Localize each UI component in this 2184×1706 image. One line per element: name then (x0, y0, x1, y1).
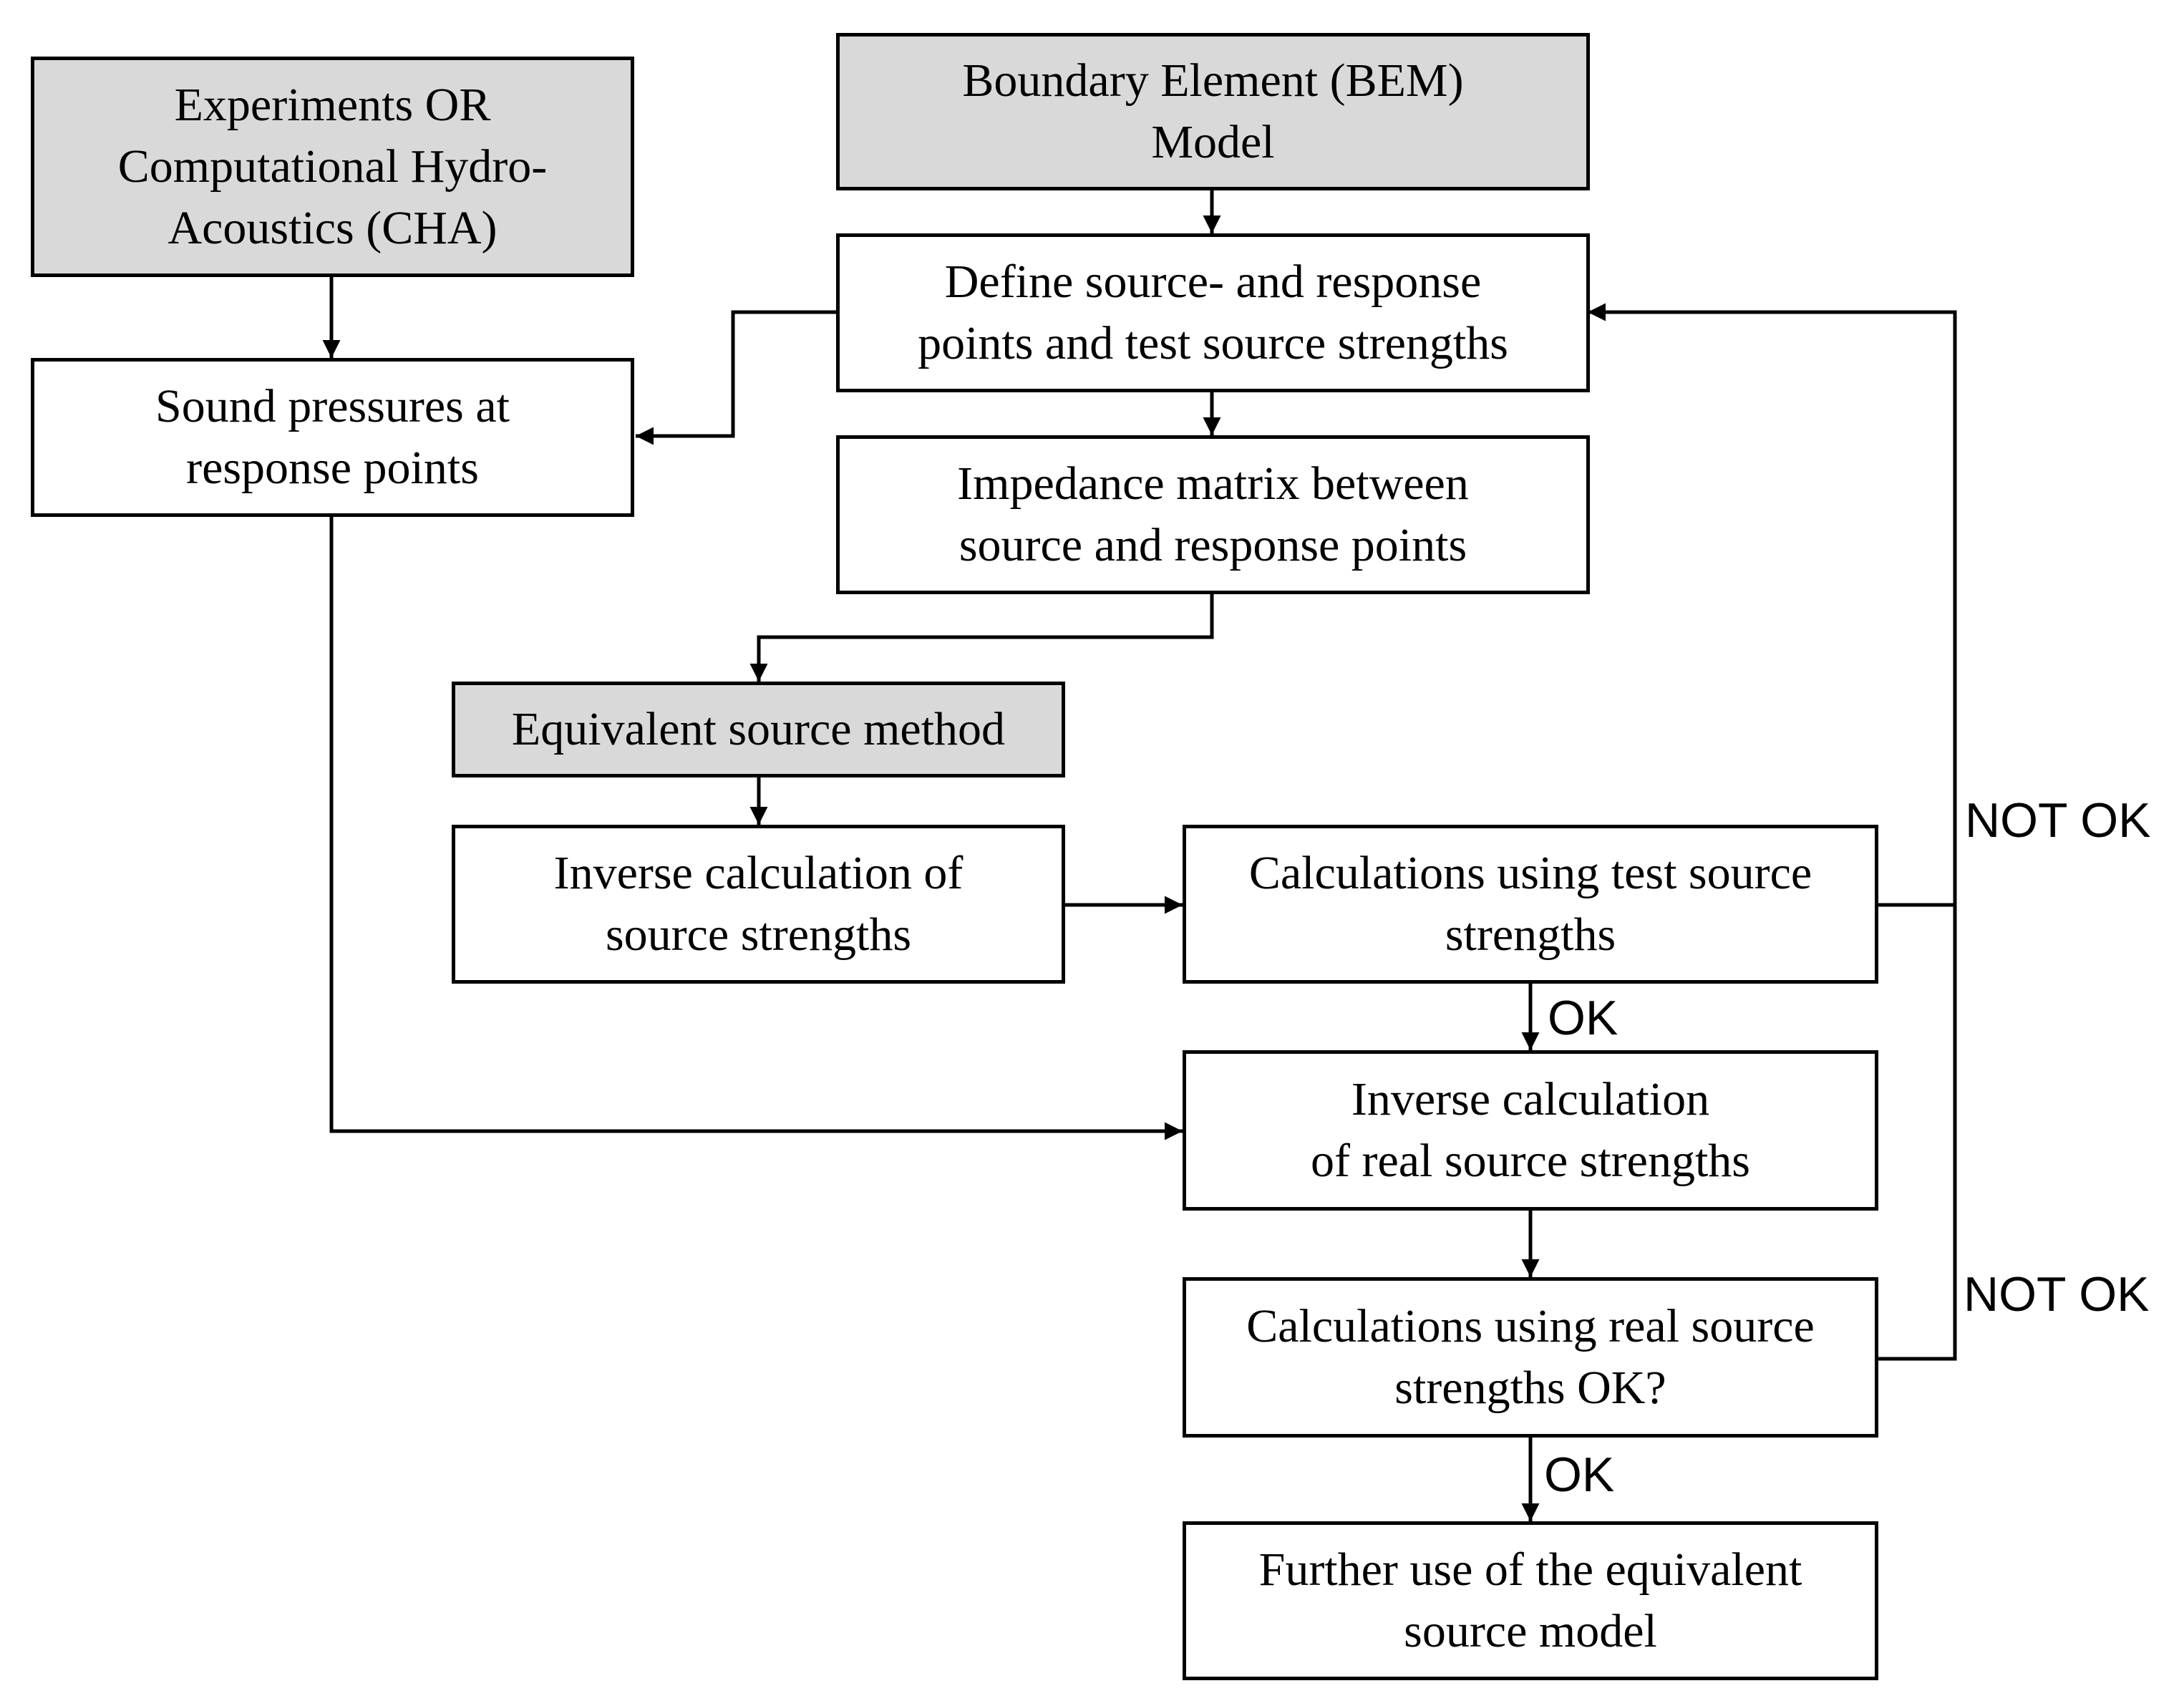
ok-label-test: OK (1548, 991, 1618, 1045)
experiments-box: Experiments OR Computational Hydro- Acou… (31, 57, 634, 277)
not-ok-label-test: NOT OK (1965, 793, 2151, 848)
arrow-define-points-to-sound-pressures (636, 310, 836, 445)
not-ok-label-real: NOT OK (1964, 1267, 2150, 1322)
arrow-sound-pressures-to-inverse-real (329, 515, 1183, 1140)
ok-label-real: OK (1544, 1448, 1615, 1502)
calc-test-source-box: Calculations using test source strengths (1183, 825, 1878, 984)
calc-real-source-box: Calculations using real source strengths… (1183, 1277, 1878, 1438)
inverse-source-strengths-box: Inverse calculation of source strengths (452, 825, 1065, 984)
impedance-matrix-box: Impedance matrix between source and resp… (836, 435, 1590, 594)
define-points-box: Define source- and response points and t… (836, 233, 1590, 392)
inverse-real-source-box: Inverse calculation of real source stren… (1183, 1050, 1878, 1211)
equivalent-source-method-box: Equivalent source method (452, 682, 1065, 777)
further-use-box: Further use of the equivalent source mod… (1183, 1521, 1878, 1680)
bem-model-box: Boundary Element (BEM) Model (836, 33, 1590, 190)
arrow-calc-test-not-ok-loop (1588, 303, 1957, 907)
sound-pressures-box: Sound pressures at response points (31, 358, 634, 517)
arrow-calc-real-not-ok-loop (1877, 905, 1957, 1361)
arrow-impedance-to-equivalent-source (749, 593, 1214, 682)
